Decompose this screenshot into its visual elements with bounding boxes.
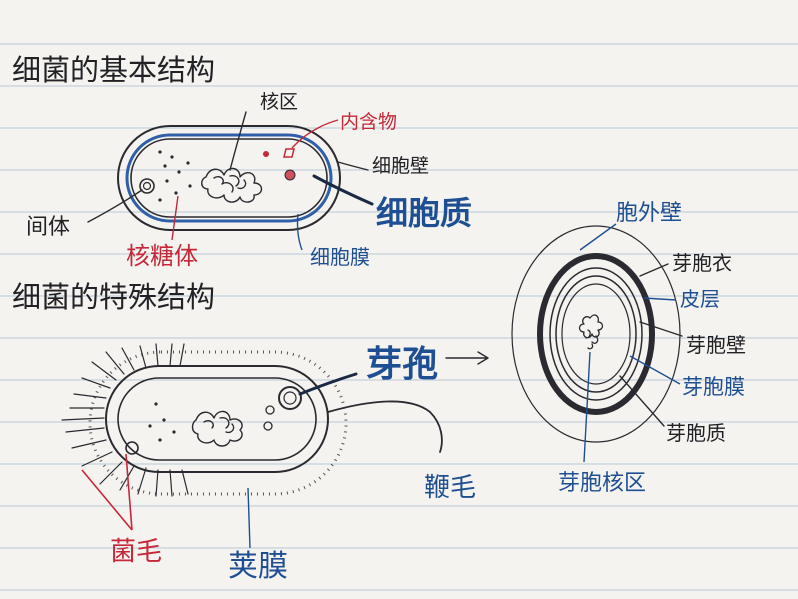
leader-capsule — [247, 487, 251, 549]
special-granule-1 — [265, 405, 275, 415]
leader-nucleoid — [229, 111, 247, 171]
leader-spore-cytoplasm — [619, 375, 665, 427]
leader-spore — [298, 372, 358, 396]
special-mesosome — [125, 441, 139, 455]
leader-inclusions — [291, 119, 339, 149]
spore-nucleus-scribble — [578, 314, 604, 350]
special-granule-2 — [263, 421, 273, 431]
special-leader-lines — [81, 351, 489, 549]
label-spore-coat: 芽胞衣 — [672, 251, 732, 275]
heading-basic-structure: 细菌的基本结构 — [12, 53, 215, 87]
special-cell-membrane — [117, 377, 317, 461]
label-spore-cytoplasm: 芽胞质 — [666, 421, 726, 445]
leader-exosporium — [579, 223, 617, 251]
label-cell-membrane: 细胞膜 — [310, 245, 370, 269]
label-flagellum: 鞭毛 — [424, 473, 476, 503]
basic-bacterium-drawing — [117, 125, 341, 231]
spore-arrow — [445, 351, 489, 365]
label-nucleoid: 核区 — [260, 91, 298, 113]
special-cell-wall — [105, 365, 329, 473]
spore-leader-lines — [579, 223, 683, 463]
leader-cell-membrane — [296, 213, 303, 251]
spore-coat-outline — [537, 253, 655, 415]
mesosome-inner — [142, 181, 152, 191]
spore-membrane-outline — [561, 283, 631, 385]
label-spore-nucleus: 芽胞核区 — [558, 471, 646, 496]
pili-hairs — [61, 343, 189, 497]
label-capsule: 荚膜 — [228, 549, 288, 584]
exosporium-outline — [511, 225, 681, 443]
leader-ribosome — [171, 195, 179, 241]
nucleoid-scribble — [201, 167, 263, 203]
inclusion-red-circle — [285, 170, 295, 180]
spore-wall-outline — [555, 275, 637, 393]
leader-pili — [81, 453, 133, 531]
leader-cytoplasm — [312, 174, 374, 206]
cell-wall-outline — [117, 125, 341, 231]
spore-cross-section — [511, 225, 681, 443]
heading-special-structure: 细菌的特殊结构 — [12, 280, 215, 314]
ruled-lines — [0, 43, 798, 591]
inclusion-outline — [284, 169, 296, 181]
label-cell-wall: 细胞壁 — [372, 155, 429, 177]
leader-spore-wall — [639, 321, 683, 337]
label-mesosome: 间体 — [26, 215, 70, 240]
endospore — [278, 386, 302, 410]
flagellum — [327, 400, 443, 453]
label-exosporium: 胞外壁 — [616, 201, 682, 226]
label-pili: 菌毛 — [110, 537, 162, 567]
leader-spore-coat — [639, 263, 669, 277]
basic-leader-lines — [87, 111, 374, 251]
special-nucleoid — [191, 410, 243, 447]
special-ribosome-dots — [148, 402, 176, 442]
label-inclusions: 内含物 — [340, 111, 397, 133]
inclusion-granule — [283, 148, 295, 158]
leader-cell-wall — [337, 161, 369, 171]
cell-membrane-outline — [125, 133, 333, 223]
leader-mesosome — [87, 189, 143, 223]
label-cytoplasm: 细胞质 — [376, 194, 472, 232]
label-cortex: 皮层 — [680, 287, 720, 311]
leader-cortex — [643, 297, 677, 301]
mesosome-circle — [139, 178, 155, 194]
label-ribosome: 核糖体 — [126, 242, 198, 270]
label-spore: 芽孢 — [366, 343, 438, 385]
special-bacterium-drawing — [61, 343, 443, 497]
endospore-core — [283, 391, 297, 405]
cortex-outline — [549, 267, 643, 401]
label-spore-wall: 芽胞壁 — [686, 333, 746, 357]
leader-spore-nucleus — [583, 351, 591, 463]
leader-spore-membrane — [629, 355, 681, 385]
ribosome-dots — [158, 150, 192, 202]
cytoplasm-boundary — [130, 138, 328, 218]
inclusion-dot — [263, 151, 269, 157]
label-spore-membrane: 芽胞膜 — [682, 375, 745, 399]
